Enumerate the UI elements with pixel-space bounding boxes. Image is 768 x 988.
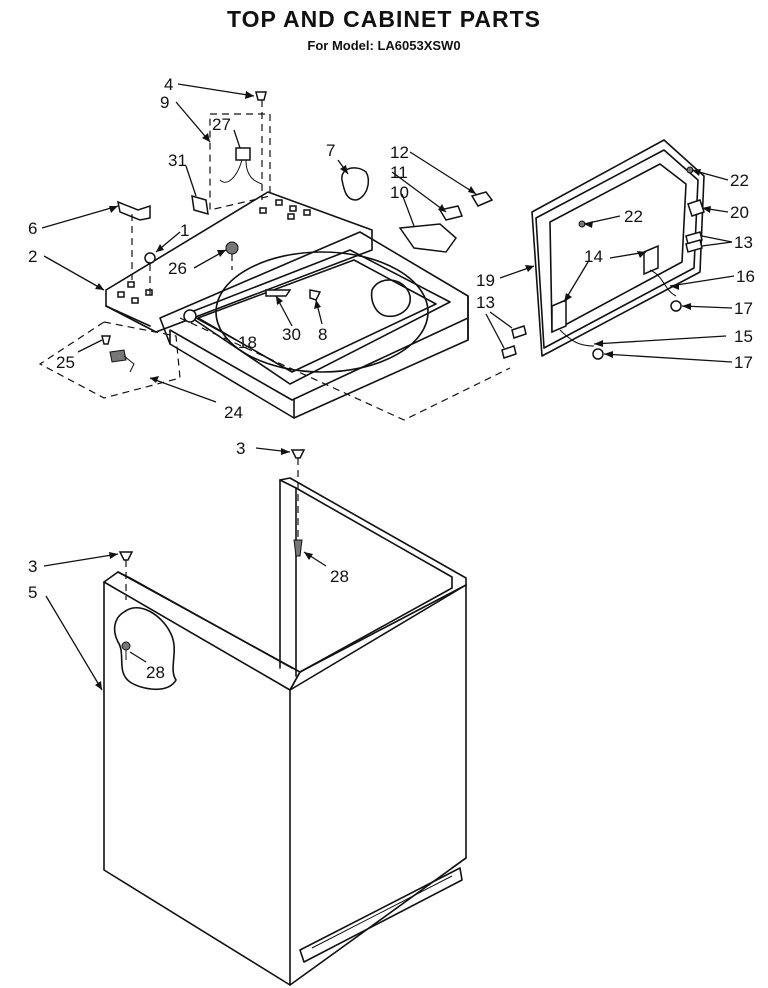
callout-22-top: 22	[730, 171, 749, 190]
callout-4: 4	[164, 75, 173, 94]
callout-17-lower: 17	[734, 353, 753, 372]
callout-16: 16	[736, 267, 755, 286]
callout-13-left: 13	[476, 293, 495, 312]
callout-17-upper: 17	[734, 299, 753, 318]
callout-26: 26	[168, 259, 187, 278]
callout-5: 5	[28, 583, 37, 602]
callout-labels: 4 9 27 31 7 12 11 10 6 1 2 26 30 8 18 25…	[28, 75, 755, 682]
model-subtitle: For Model: LA6053XSW0	[307, 38, 461, 53]
top-small-parts	[38, 91, 511, 421]
callout-7: 7	[326, 141, 335, 160]
callout-10: 10	[390, 183, 409, 202]
callout-3-back: 3	[236, 439, 245, 458]
callout-24: 24	[224, 403, 243, 422]
callout-30: 30	[282, 325, 301, 344]
callout-9: 9	[160, 93, 169, 112]
callout-3-front: 3	[28, 557, 37, 576]
callout-8: 8	[318, 325, 327, 344]
callout-27: 27	[212, 115, 231, 134]
leader-lines	[41, 83, 735, 691]
callout-18: 18	[238, 333, 257, 352]
callout-11: 11	[390, 163, 408, 182]
callout-13-right: 13	[734, 233, 753, 252]
callout-22-inner: 22	[624, 207, 643, 226]
callout-1: 1	[180, 221, 189, 240]
arrowheads	[95, 91, 711, 690]
callout-28-back: 28	[330, 567, 349, 586]
callout-19: 19	[476, 271, 495, 290]
callout-20: 20	[730, 203, 749, 222]
callout-6: 6	[28, 219, 37, 238]
cabinet	[103, 477, 467, 986]
page-title: TOP AND CABINET PARTS	[226, 6, 542, 32]
callout-25: 25	[56, 353, 75, 372]
callout-12: 12	[390, 143, 409, 162]
callout-2: 2	[28, 247, 37, 266]
callout-15: 15	[734, 327, 753, 346]
lid	[501, 139, 705, 360]
callout-14: 14	[584, 247, 603, 266]
callout-28-front: 28	[146, 663, 165, 682]
callout-31: 31	[168, 151, 187, 170]
cabinet-screws	[118, 449, 306, 660]
top-assembly	[105, 191, 469, 419]
